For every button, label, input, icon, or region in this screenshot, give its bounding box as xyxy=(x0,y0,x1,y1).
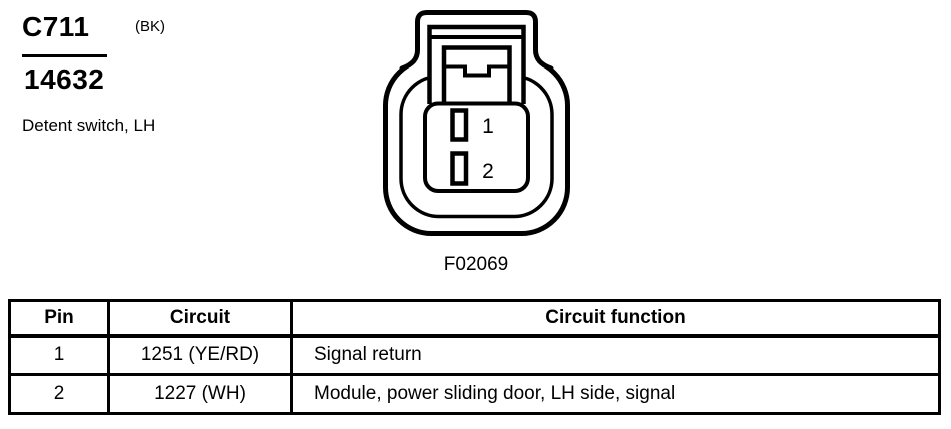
connector-color-code: (BK) xyxy=(135,18,165,35)
pin-2-label: 2 xyxy=(482,160,494,183)
figure-label: F02069 xyxy=(443,254,509,275)
connector-face-diagram: 1 2 xyxy=(383,10,570,236)
latch-notch xyxy=(444,64,510,78)
connector-description: Detent switch, LH xyxy=(22,116,156,135)
circuit-function-cell: Signal return xyxy=(290,334,941,376)
table-row: 1 1251 (YE/RD) Signal return xyxy=(8,334,941,376)
circuit-cell: 1251 (YE/RD) xyxy=(107,334,293,376)
connector-id-block: C711 (BK) 14632 Detent switch, LH xyxy=(22,0,362,150)
connector-id: C711 xyxy=(22,11,90,42)
pin-1-label: 1 xyxy=(482,115,494,138)
circuit-cell: 1227 (WH) xyxy=(107,373,293,415)
table-header-row: Pin Circuit Circuit function xyxy=(8,299,941,338)
pin-housing xyxy=(423,101,530,193)
pin-cell: 1 xyxy=(8,334,110,376)
pin-1-cavity xyxy=(450,108,469,142)
connector-part-number: 14632 xyxy=(24,64,105,95)
circuit-function-cell: Module, power sliding door, LH side, sig… xyxy=(290,373,941,415)
pin-cell: 2 xyxy=(8,373,110,415)
pin-2-cavity xyxy=(450,151,469,186)
col-header-pin: Pin xyxy=(8,299,110,338)
id-underline-divider xyxy=(22,54,107,57)
col-header-circuit-function: Circuit function xyxy=(290,299,941,338)
table-row: 2 1227 (WH) Module, power sliding door, … xyxy=(8,373,941,415)
connector-figure: 1 2 F02069 xyxy=(375,5,577,280)
col-header-circuit: Circuit xyxy=(107,299,293,338)
pinout-table: Pin Circuit Circuit function 1 1251 (YE/… xyxy=(8,299,941,415)
